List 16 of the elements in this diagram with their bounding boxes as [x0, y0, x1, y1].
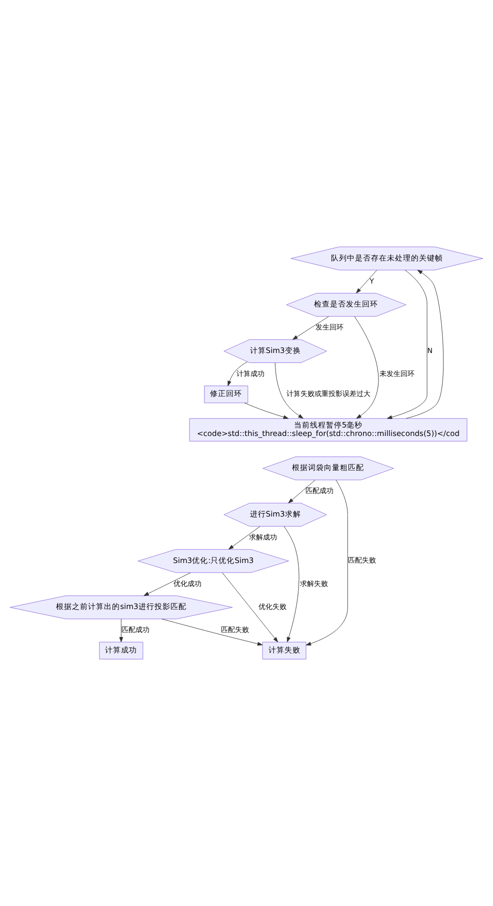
arrow — [228, 526, 260, 550]
arrow — [284, 526, 300, 642]
arrow — [354, 316, 379, 419]
arrow — [228, 362, 248, 386]
arrow — [386, 270, 428, 420]
arrow — [119, 618, 124, 642]
arrow — [161, 618, 263, 646]
arrow — [244, 402, 289, 419]
arrow — [356, 270, 378, 294]
arrow — [144, 572, 191, 596]
arrow — [222, 572, 278, 642]
arrow — [306, 480, 348, 646]
arrow — [288, 480, 316, 504]
arrow — [292, 316, 329, 340]
arrow — [406, 270, 444, 419]
arrow — [274, 362, 304, 419]
